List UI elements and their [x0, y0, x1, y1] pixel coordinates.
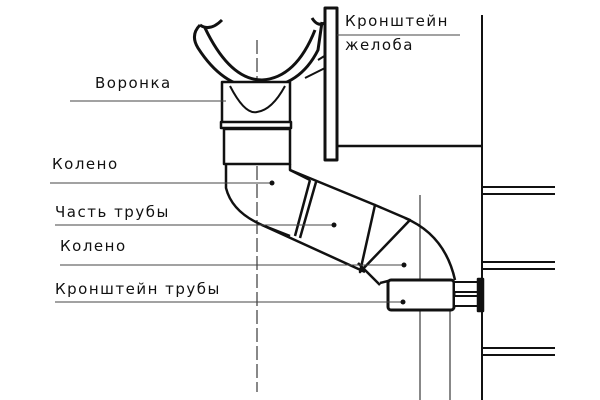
wall-beams — [482, 186, 555, 356]
label-elbow-bottom: Колено — [60, 237, 127, 255]
pipe-socket — [222, 127, 292, 166]
label-pipe-section: Часть трубы — [55, 203, 170, 221]
gutter-bracket — [323, 6, 339, 162]
pipe-section — [261, 168, 376, 274]
pipe-bracket — [386, 278, 456, 312]
label-pipe-bracket: Кронштейн трубы — [55, 280, 221, 298]
label-gutter-bracket: Кронштейн — [345, 12, 449, 30]
leader-lines — [50, 34, 460, 303]
label-gutter-bracket-2: желоба — [345, 36, 414, 54]
label-funnel: Воронка — [95, 74, 172, 92]
label-elbow-top: Колено — [52, 155, 119, 173]
leader-dots — [269, 180, 407, 305]
